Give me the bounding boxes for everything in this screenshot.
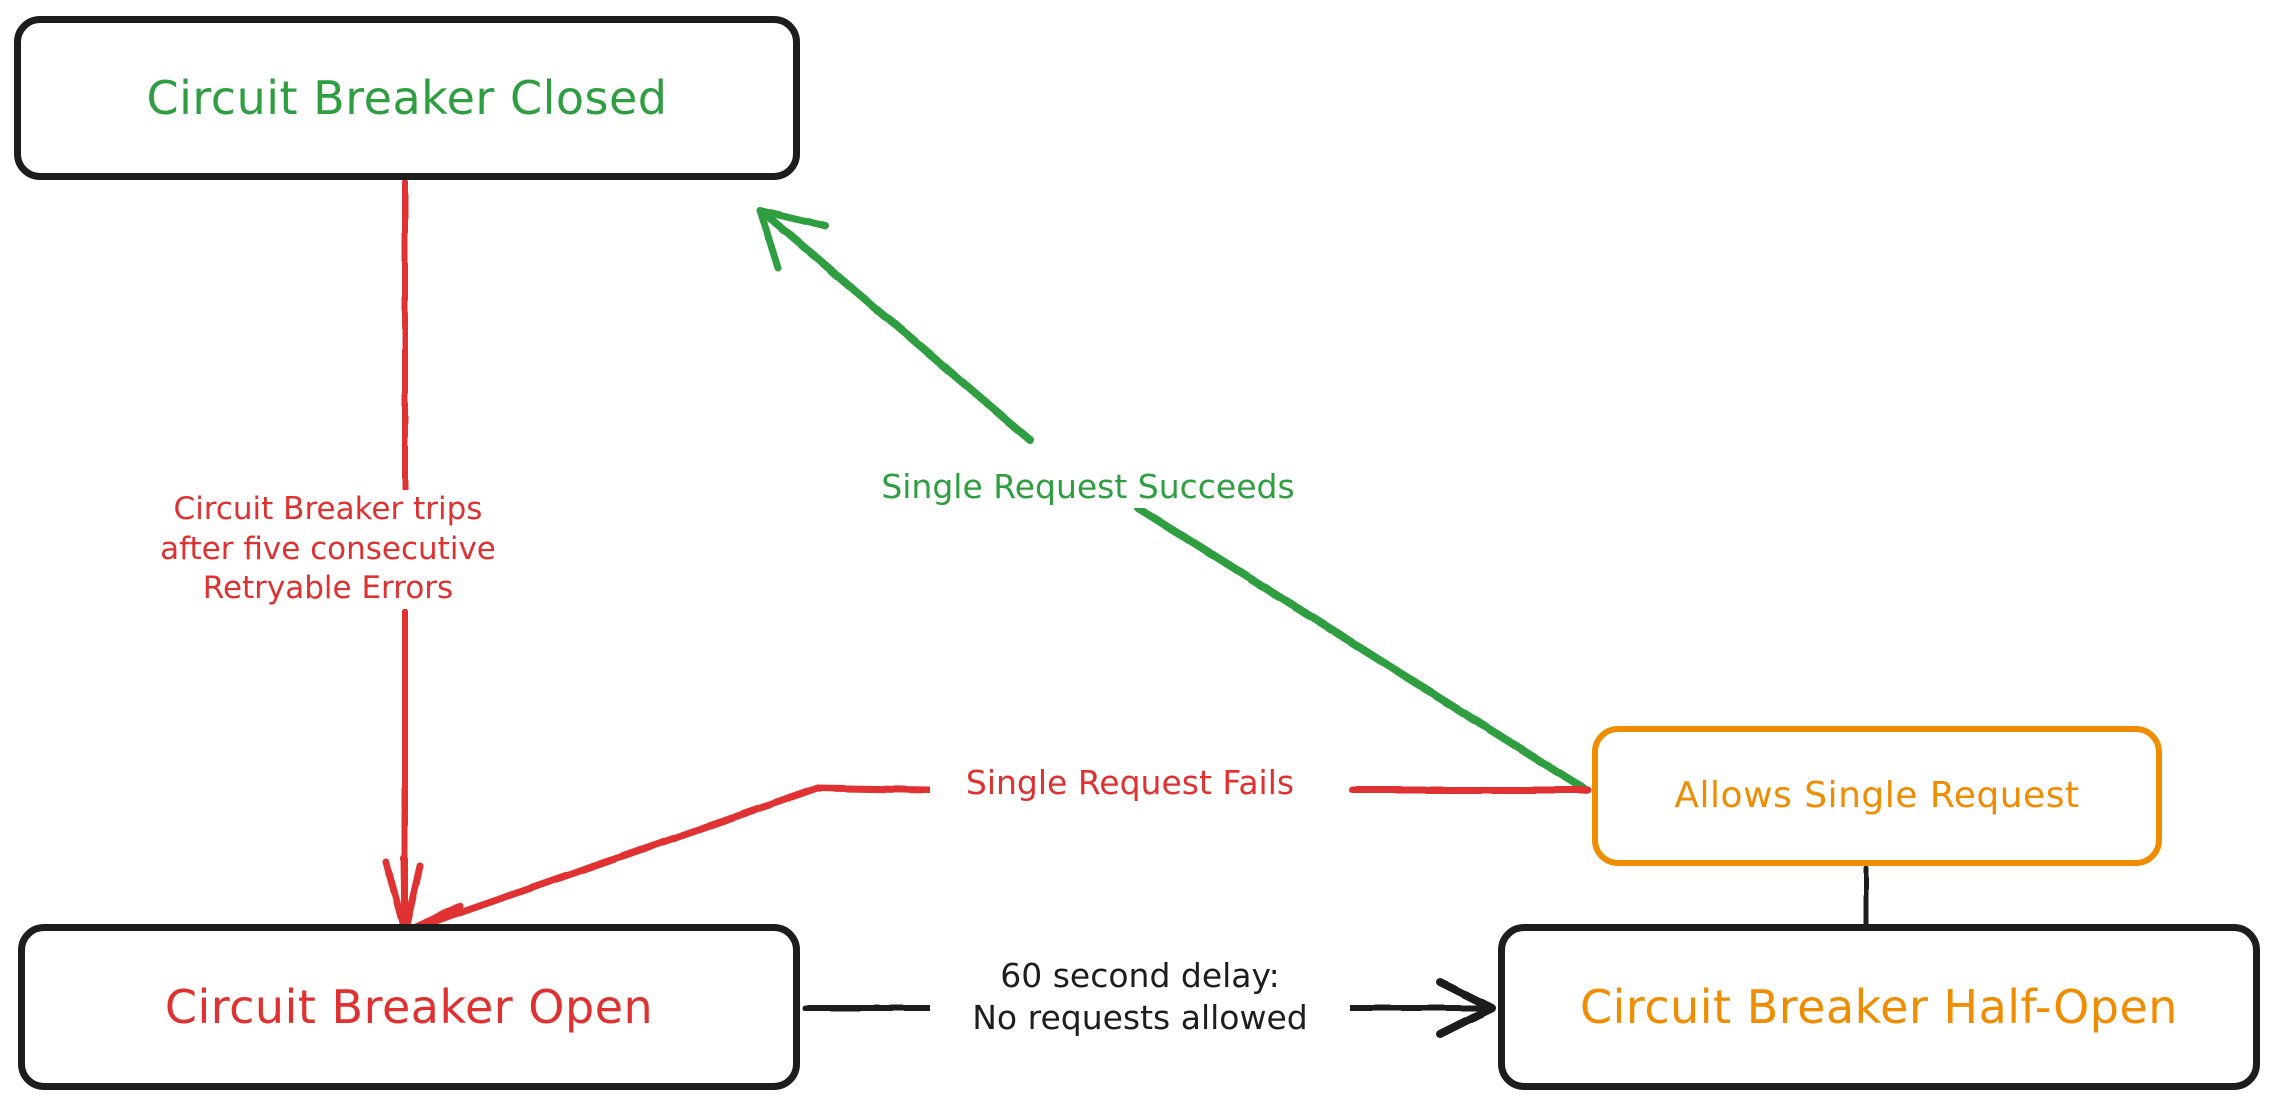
node-allows-single-request[interactable]: Allows Single Request <box>1592 726 2162 866</box>
node-label-open: Circuit Breaker Open <box>164 979 654 1034</box>
node-label-half-open: Circuit Breaker Half-Open <box>1580 979 2178 1034</box>
node-circuit-breaker-closed[interactable]: Circuit Breaker Closed <box>14 16 800 180</box>
edge-trips <box>382 179 424 936</box>
node-circuit-breaker-half-open[interactable]: Circuit Breaker Half-Open <box>1498 924 2260 1090</box>
arrowhead-delay <box>1436 978 1496 1038</box>
arrowhead-succeeds <box>756 206 830 272</box>
node-circuit-breaker-open[interactable]: Circuit Breaker Open <box>18 924 800 1090</box>
node-label-closed: Circuit Breaker Closed <box>146 70 668 125</box>
node-label-allows-single-request: Allows Single Request <box>1674 775 2080 817</box>
edge-fails <box>400 784 1592 936</box>
edge-succeeds <box>756 206 1590 794</box>
edge-delay <box>803 978 1496 1038</box>
